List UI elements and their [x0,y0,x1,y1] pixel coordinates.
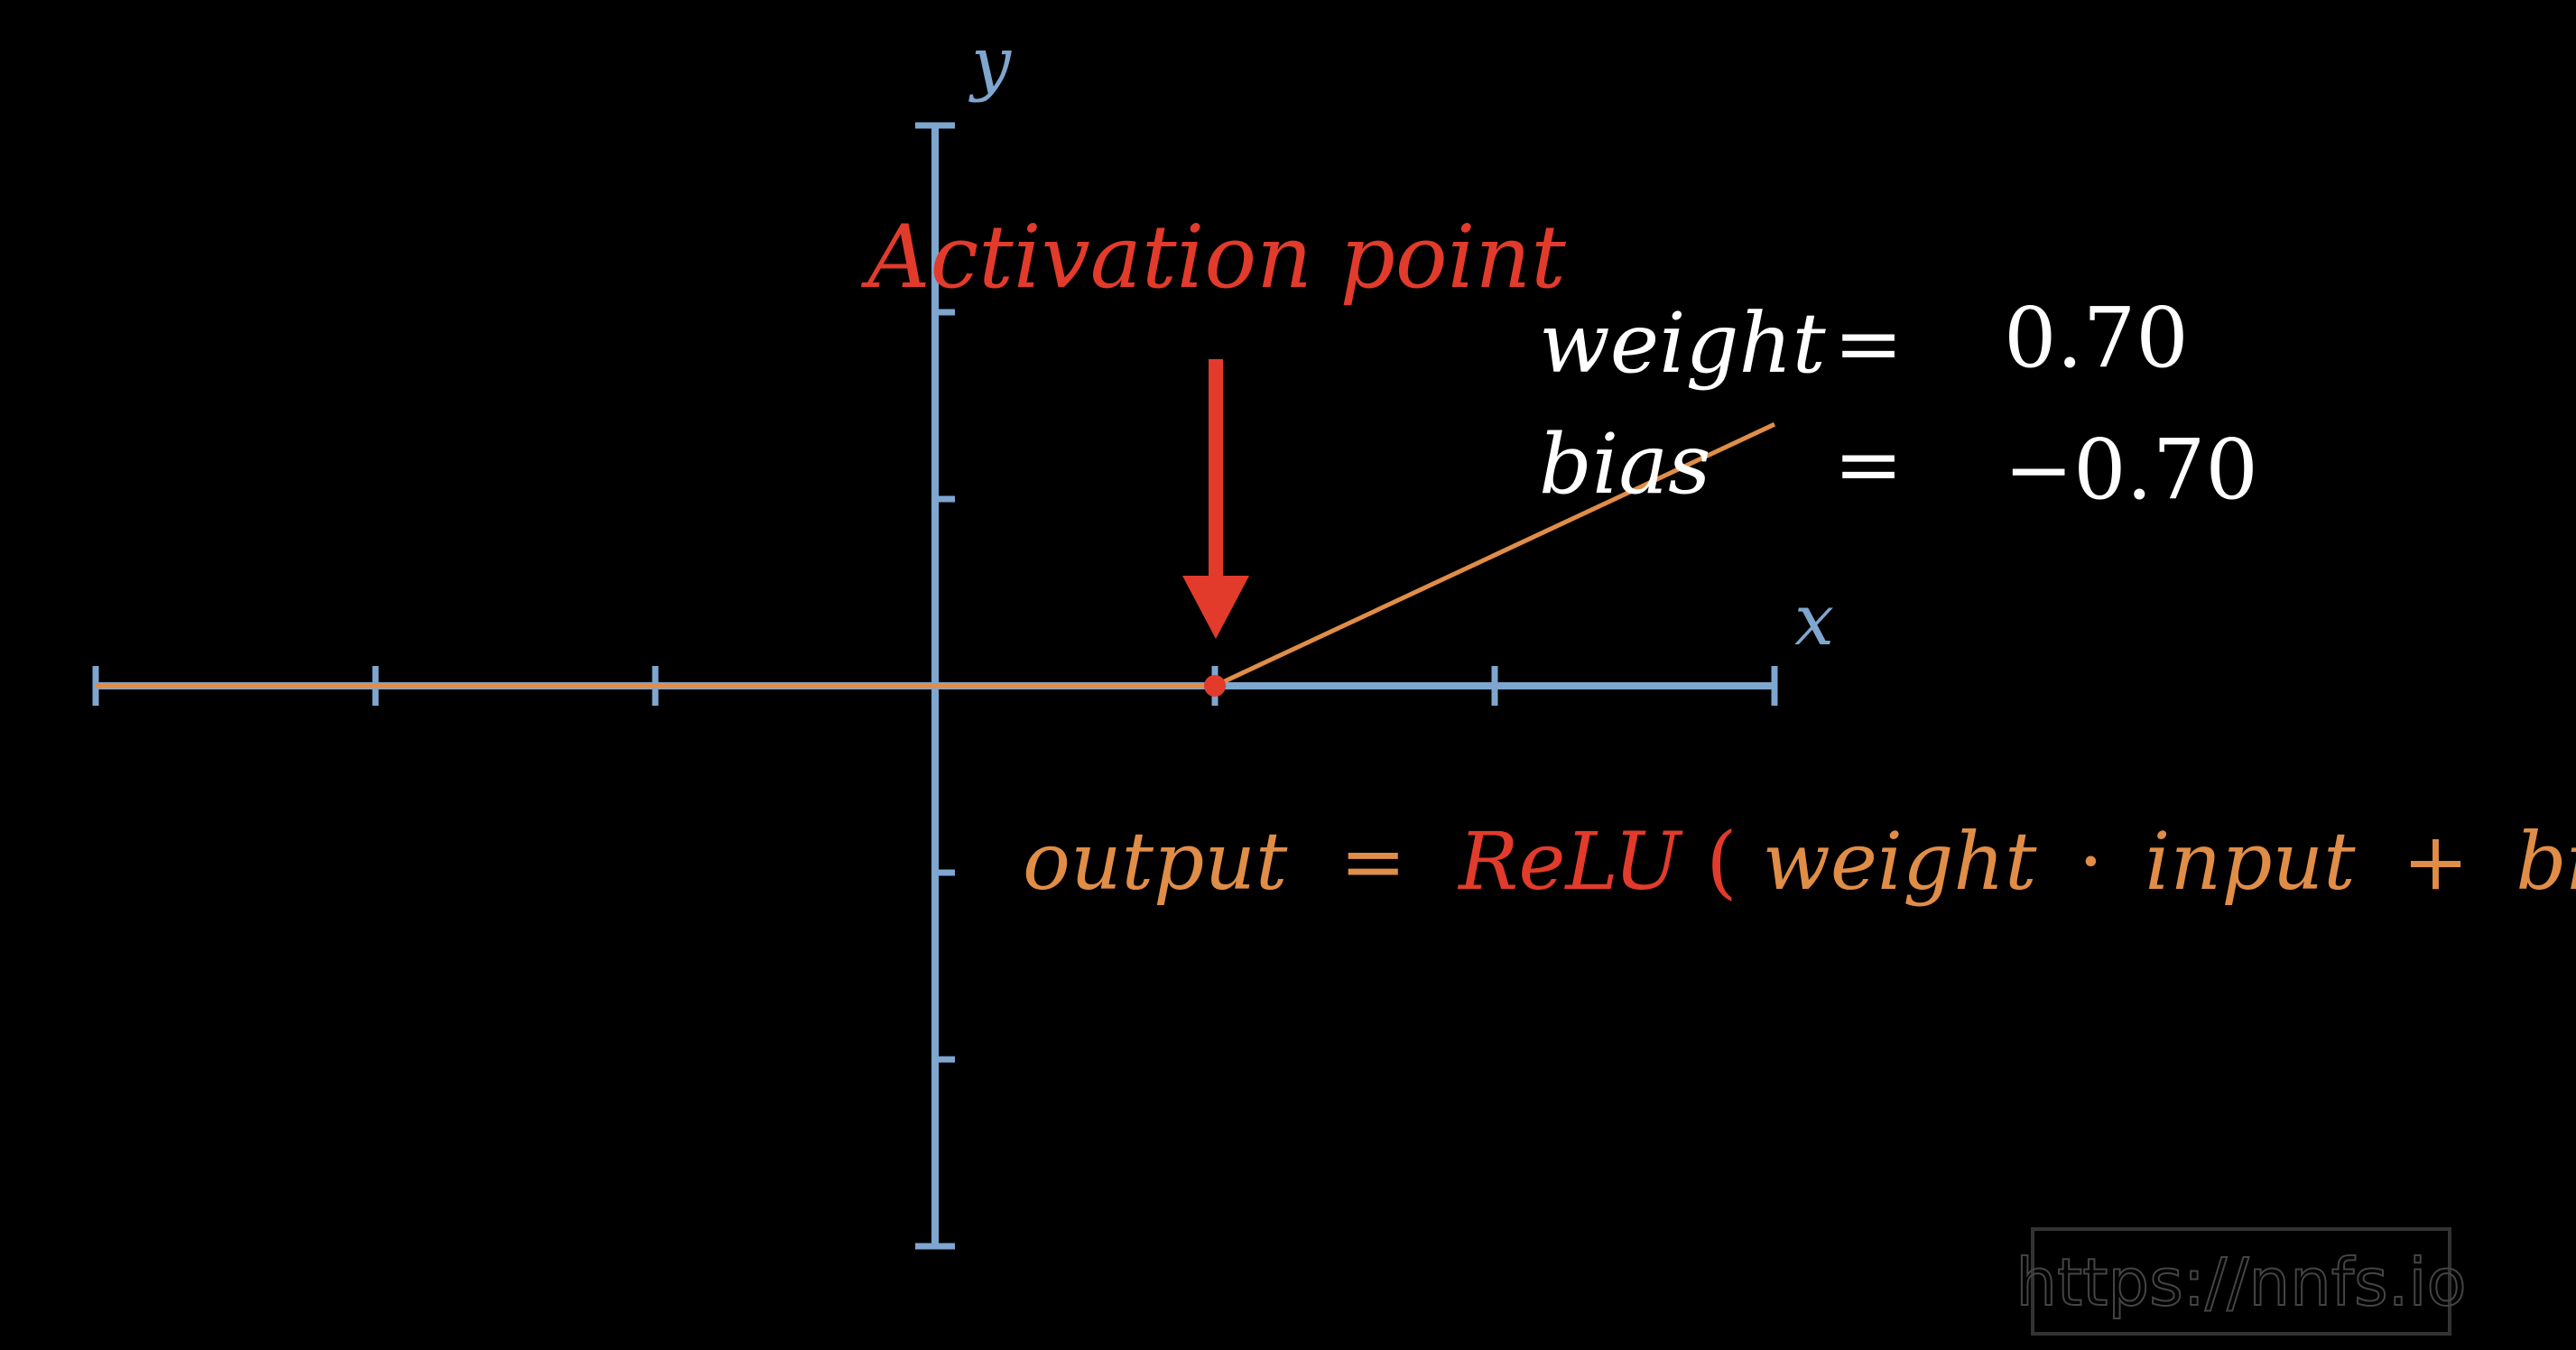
formula-plus: + [2403,815,2469,908]
formula-equals: = [1339,815,1406,908]
x-axis-label: x [1794,580,1834,661]
activation-arrow-shaft [1209,359,1223,585]
formula-open-paren: ( [1706,815,1737,908]
formula-weight: weight [1763,815,2038,908]
activation-point-label: Activation point [860,207,1566,308]
activation-arrow-head [1182,576,1249,639]
bias-equals: = [1833,416,1903,513]
formula-output: output [1023,815,1288,908]
activation-point-marker [1204,675,1226,697]
bias-label: bias [1539,416,1710,513]
bias-value: −0.70 [2004,421,2258,518]
formula-input: input [2145,815,2356,908]
weight-equals: = [1833,295,1903,392]
relu-formula: output = ReLU ( weight · input + bias ) [1023,815,2576,908]
weight-label: weight [1539,295,1827,392]
formula-relu: ReLU [1457,815,1683,908]
watermark-frame [2031,1227,2451,1336]
y-axis-label: y [968,23,1012,104]
watermark: https://nnfs.io [2015,1227,2468,1336]
formula-dot: · [2078,815,2103,908]
watermark-text: https://nnfs.io [2015,1244,2466,1320]
activation-arrow [1182,359,1249,639]
formula-bias: bias [2516,815,2576,908]
weight-value: 0.70 [2004,290,2189,386]
parameter-block: weight = 0.70 bias = −0.70 [1539,290,2258,518]
